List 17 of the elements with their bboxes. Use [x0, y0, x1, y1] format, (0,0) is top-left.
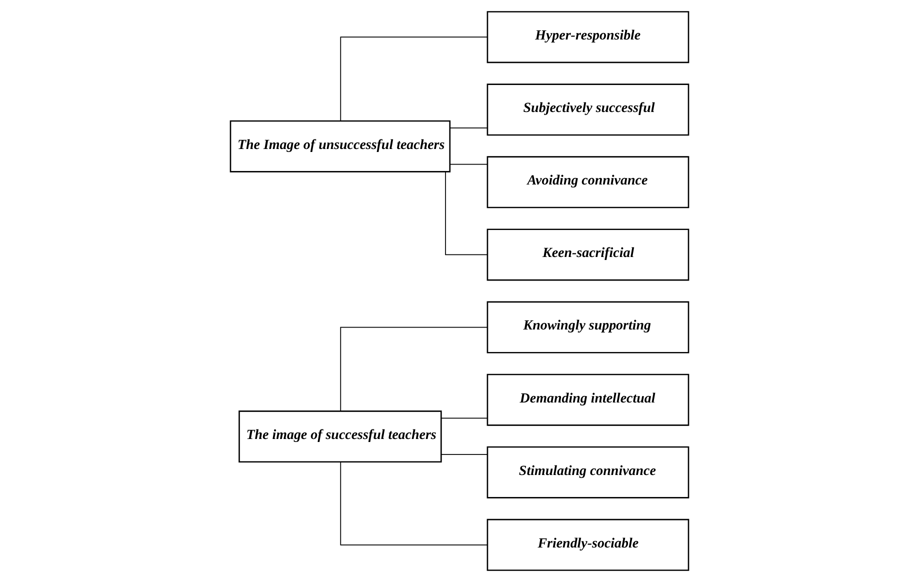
node-box: Knowingly supporting: [486, 301, 689, 354]
connector: [340, 36, 488, 122]
node-box: The image of successful teachers: [238, 410, 442, 463]
connector: [449, 164, 488, 165]
node-box: The Image of unsuccessful teachers: [229, 120, 450, 172]
node-box: Friendly-sociable: [486, 518, 689, 571]
connector: [440, 454, 488, 455]
node-box: Subjectively successful: [486, 84, 689, 136]
node-box: Hyper-responsible: [486, 11, 689, 64]
connector: [440, 418, 488, 419]
connector: [340, 462, 488, 546]
connector: [340, 326, 488, 412]
node-box: Stimulating connivance: [486, 446, 689, 498]
node-box: Keen-sacrificial: [486, 228, 689, 281]
node-box: Avoiding connivance: [486, 156, 689, 208]
connector: [444, 171, 488, 256]
node-box: Demanding intellectual: [486, 374, 689, 426]
